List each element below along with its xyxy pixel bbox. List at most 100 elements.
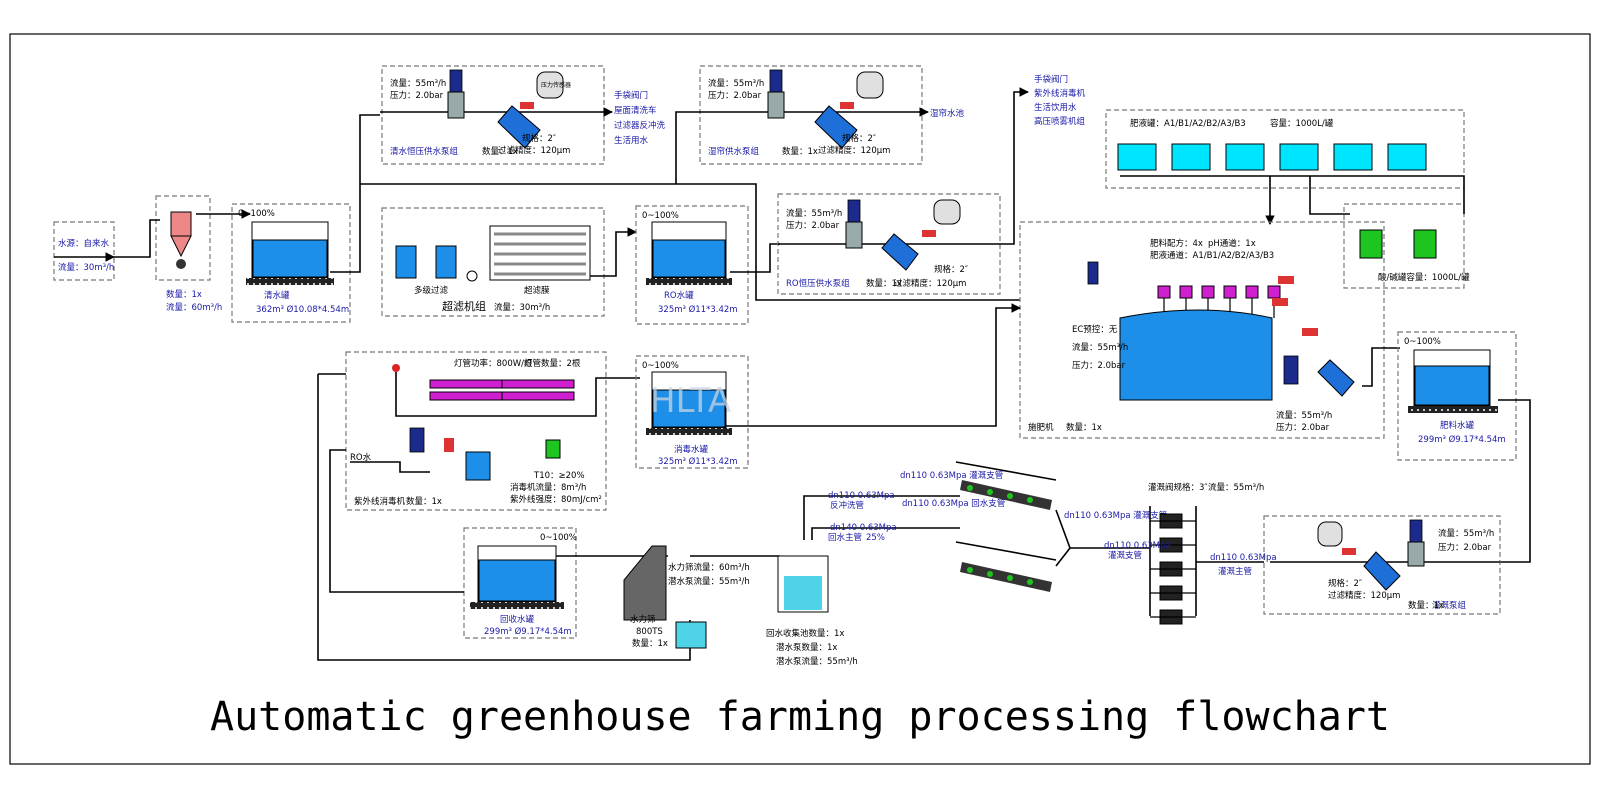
dosing-pump xyxy=(1267,285,1281,299)
svg-text:流量：55m³/h: 流量：55m³/h xyxy=(1208,482,1264,493)
ro-water-tank: 0~100% RO水罐 325m³ Ø11*3.42m xyxy=(635,205,749,325)
watermark: HLTA xyxy=(650,381,731,421)
svg-text:数量：1x: 数量：1x xyxy=(482,146,518,157)
disinfected-water-tank: 0~100% 消毒水罐 325m³ Ø11*3.42m xyxy=(635,355,749,469)
svg-text:压力：2.0bar: 压力：2.0bar xyxy=(1072,360,1126,371)
fertilizer-tank xyxy=(1225,143,1265,171)
svg-text:数量：1x: 数量：1x xyxy=(166,289,202,300)
svg-text:0~100%: 0~100% xyxy=(238,209,275,219)
svg-text:压力：2.0bar: 压力：2.0bar xyxy=(786,220,840,231)
pipe-label: dn110 0.63Mpa xyxy=(828,491,895,501)
svg-text:水力筛: 水力筛 xyxy=(630,614,656,625)
drawing-frame xyxy=(9,33,1591,765)
use-label: 紫外线消毒机 xyxy=(1034,88,1086,99)
dosing-pump xyxy=(1245,285,1259,299)
svg-text:压力传感器: 压力传感器 xyxy=(541,81,571,89)
svg-text:灯管功率：800W/根: 灯管功率：800W/根 xyxy=(454,358,533,369)
svg-text:数量：1x: 数量：1x xyxy=(1408,600,1444,611)
svg-text:清水罐: 清水罐 xyxy=(264,290,290,301)
hydraulic-screen: 水力筛流量：60m³/h 潜水泵流量：55m³/h 水力筛 800TS 数量：1… xyxy=(623,545,750,649)
svg-text:压力：2.0bar: 压力：2.0bar xyxy=(390,90,444,101)
fertilizer-tanks: 肥液罐：A1/B1/A2/B2/A3/B3 容量：1000L/罐 xyxy=(1105,109,1465,189)
acid-base-tanks: 酸/碱罐容量：1000L/罐 xyxy=(1343,203,1470,289)
clear-water-pump-group: 流量：55m³/h 压力：2.0bar 压力传感器 清水恒压供水泵组 数量：1x… xyxy=(380,65,605,165)
pipe-label: dn110 0.63Mpa 灌溉支管 xyxy=(900,470,1003,481)
planting-bed-lower xyxy=(955,541,1057,592)
svg-text:数量：1x: 数量：1x xyxy=(406,496,442,507)
svg-text:多级过滤: 多级过滤 xyxy=(414,285,449,296)
svg-text:灯管数量：2根: 灯管数量：2根 xyxy=(524,358,581,369)
fertilizer-tank xyxy=(1387,143,1427,171)
svg-text:回收水罐: 回收水罐 xyxy=(500,614,535,625)
svg-text:EC预控：无: EC预控：无 xyxy=(1072,324,1118,335)
svg-text:325m³ Ø11*3.42m: 325m³ Ø11*3.42m xyxy=(658,456,738,467)
use-label: 过滤器反冲洗 xyxy=(614,120,666,131)
svg-text:流量：55m³/h: 流量：55m³/h xyxy=(786,208,842,219)
dosing-pump xyxy=(1157,285,1171,299)
svg-text:RO水罐: RO水罐 xyxy=(664,290,694,301)
use-label: 手袋阀门 xyxy=(614,90,648,101)
planting-bed-upper xyxy=(955,461,1057,510)
svg-text:紫外线消毒机: 紫外线消毒机 xyxy=(354,496,406,507)
pipe-label: dn110 0.63Mpa 灌溉支管 xyxy=(1064,510,1167,521)
svg-text:数量：1x: 数量：1x xyxy=(1066,422,1102,433)
recycle-water-tank: 0~100% 回收水罐 299m³ Ø9.17*4.54m xyxy=(463,527,577,639)
svg-text:过滤精度：120μm: 过滤精度：120μm xyxy=(818,145,890,156)
svg-text:800TS: 800TS xyxy=(636,627,663,637)
svg-text:紫外线强度：80mJ/cm²: 紫外线强度：80mJ/cm² xyxy=(510,494,602,505)
pipe-label: 灌溉主管 xyxy=(1218,566,1252,577)
fertilizer-tank xyxy=(1279,143,1319,171)
svg-text:流量：55m³/h: 流量：55m³/h xyxy=(1072,342,1128,353)
svg-text:流量：55m³/h: 流量：55m³/h xyxy=(390,78,446,89)
svg-text:清水恒压供水泵组: 清水恒压供水泵组 xyxy=(390,146,459,157)
svg-text:消毒水罐: 消毒水罐 xyxy=(674,444,709,455)
svg-text:规格：2″: 规格：2″ xyxy=(522,133,556,144)
svg-text:流量：60m³/h: 流量：60m³/h xyxy=(166,302,222,313)
ultrafiltration-unit: 多级过滤 超滤膜 超滤机组 流量：30m³/h xyxy=(381,207,605,317)
svg-text:0~100%: 0~100% xyxy=(642,211,679,221)
svg-text:肥液罐：A1/B1/A2/B2/A3/B3: 肥液罐：A1/B1/A2/B2/A3/B3 xyxy=(1130,118,1246,129)
svg-text:肥料配方：4x: 肥料配方：4x xyxy=(1150,238,1203,249)
svg-text:325m³ Ø11*3.42m: 325m³ Ø11*3.42m xyxy=(658,304,738,315)
svg-text:施肥机: 施肥机 xyxy=(1028,422,1054,433)
ro-pump-group: 流量：55m³/h 压力：2.0bar RO恒压供水泵组 数量：1x 规格：2″… xyxy=(777,193,1001,295)
pipe-label: 25% xyxy=(866,533,885,543)
svg-text:灌溉阀规格：3″: 灌溉阀规格：3″ xyxy=(1148,482,1208,493)
svg-text:潜水泵流量：55m³/h: 潜水泵流量：55m³/h xyxy=(776,656,858,667)
svg-text:数量：1x: 数量：1x xyxy=(632,638,668,649)
use-label: 高压喷雾机组 xyxy=(1034,116,1086,127)
water-source: 水源：自来水 流量：30m³/h xyxy=(53,221,115,281)
svg-text:0~100%: 0~100% xyxy=(642,361,679,371)
svg-text:容量：1000L/罐: 容量：1000L/罐 xyxy=(1270,118,1334,129)
svg-text:数量：1x: 数量：1x xyxy=(782,146,818,157)
svg-text:压力：2.0bar: 压力：2.0bar xyxy=(708,90,762,101)
svg-text:299m³ Ø9.17*4.54m: 299m³ Ø9.17*4.54m xyxy=(1418,434,1506,445)
pipe-label: 回水主管 xyxy=(828,532,862,543)
use-label: 生活用水 xyxy=(614,135,649,146)
pipe-label: dn110 0.63Mpa 回水支管 xyxy=(902,498,1005,509)
svg-text:压力：2.0bar: 压力：2.0bar xyxy=(1438,542,1492,553)
svg-text:RO恒压供水泵组: RO恒压供水泵组 xyxy=(786,278,850,289)
svg-text:回水收集池数量：1x: 回水收集池数量：1x xyxy=(766,628,844,639)
svg-text:362m³ Ø10.08*4.54m: 362m³ Ø10.08*4.54m xyxy=(256,304,349,315)
pipe-label: 灌溉支管 xyxy=(1108,550,1142,561)
svg-text:压力：2.0bar: 压力：2.0bar xyxy=(1276,422,1330,433)
svg-text:超滤膜: 超滤膜 xyxy=(524,285,550,296)
svg-text:肥料水罐: 肥料水罐 xyxy=(1440,420,1475,431)
svg-text:流量：55m³/h: 流量：55m³/h xyxy=(708,78,764,89)
svg-text:规格：2″: 规格：2″ xyxy=(842,133,876,144)
clear-water-tank: 0~100% 清水罐 362m³ Ø10.08*4.54m xyxy=(231,203,351,323)
svg-text:潜水泵流量：55m³/h: 潜水泵流量：55m³/h xyxy=(668,576,750,587)
svg-text:肥液通道：A1/B1/A2/B2/A3/B3: 肥液通道：A1/B1/A2/B2/A3/B3 xyxy=(1150,250,1274,261)
svg-text:0~100%: 0~100% xyxy=(540,533,577,543)
pipe-label: dn140 0.63Mpa xyxy=(830,523,897,533)
diagram-title: Automatic greenhouse farming processing … xyxy=(210,694,1390,740)
svg-text:T10：≥20%: T10：≥20% xyxy=(533,471,585,481)
svg-text:灌溉泵组: 灌溉泵组 xyxy=(1432,600,1467,611)
svg-text:超滤机组: 超滤机组 xyxy=(442,299,486,313)
dosing-pump xyxy=(1201,285,1215,299)
svg-text:数量：1x: 数量：1x xyxy=(866,278,902,289)
svg-text:水力筛流量：60m³/h: 水力筛流量：60m³/h xyxy=(668,562,750,573)
